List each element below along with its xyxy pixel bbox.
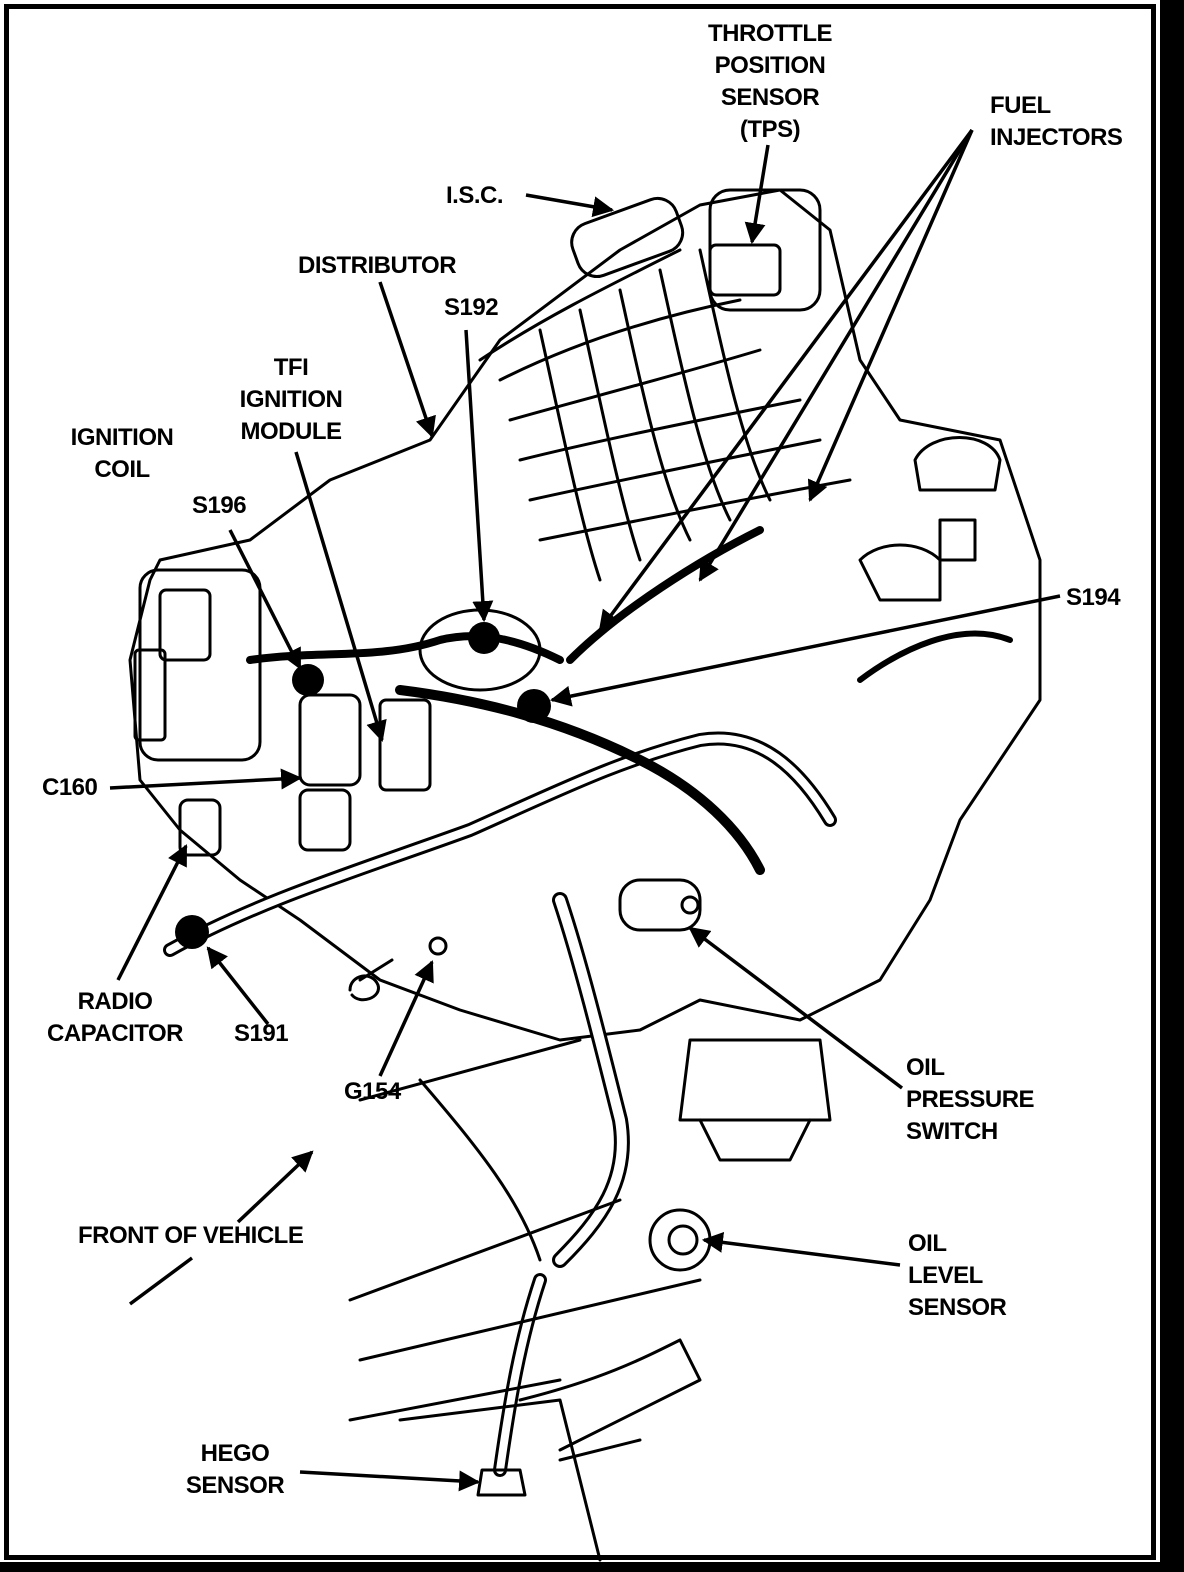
label-tps-line4: (TPS): [739, 116, 801, 143]
label-tps-line1: THROTTLE: [708, 20, 832, 47]
label-radio-capacitor: RADIO CAPACITOR: [30, 986, 200, 1050]
engine-block-outline: [128, 188, 1042, 1042]
label-s194: S194: [1066, 584, 1121, 611]
label-tfi-line3: MODULE: [240, 418, 343, 445]
oil-pressure-switch-body: [618, 878, 702, 932]
leader-arrows: [109, 128, 1061, 1492]
label-s196: S196: [192, 492, 247, 519]
arrow-oil-level-sensor: [701, 1231, 901, 1267]
arrow-fuel-injector-1: [598, 128, 974, 632]
label-front-of-vehicle: FRONT OF VEHICLE: [78, 1222, 304, 1249]
label-oil-level-sensor-line2: LEVEL: [908, 1262, 983, 1289]
label-s191: S191: [234, 1020, 289, 1047]
label-isc: I.S.C.: [446, 182, 504, 209]
s196-dot: [292, 664, 324, 696]
label-tps-line3: SENSOR: [720, 84, 820, 111]
oil-filler-cap: [913, 436, 1002, 492]
ignition-coil-body: [138, 568, 262, 762]
label-oil-level-sensor-line3: SENSOR: [908, 1294, 1007, 1321]
label-tfi-line2: IGNITION: [239, 386, 343, 413]
radio-capacitor-body: [178, 798, 222, 857]
label-hego-sensor-line1: HEGO: [200, 1440, 270, 1467]
label-c160: C160: [42, 774, 98, 801]
arrow-s194: [549, 594, 1061, 707]
s194-dot: [517, 689, 551, 723]
arrow-hego-sensor: [299, 1470, 481, 1492]
label-ignition-coil-line2: COIL: [94, 456, 150, 483]
label-oil-pressure-switch-line1: OIL: [906, 1054, 945, 1081]
arrow-radio-capacitor: [116, 844, 188, 981]
tps-connector: [708, 243, 782, 297]
label-g154: G154: [344, 1078, 401, 1105]
scan-edge-right: [1160, 0, 1184, 1572]
scan-edge-bottom: [0, 1562, 1184, 1572]
splice-markers: [175, 622, 551, 949]
label-hego-sensor-line2: SENSOR: [185, 1472, 285, 1499]
arrow-isc: [525, 193, 615, 218]
label-fuel-injectors-line1: FUEL: [990, 92, 1051, 119]
label-radio-capacitor-line1: RADIO: [77, 988, 153, 1015]
label-tps-line2: POSITION: [714, 52, 826, 79]
ground-bolt-g154: [348, 958, 394, 1002]
arrow-c160: [109, 768, 303, 790]
label-oil-pressure-switch-line3: SWITCH: [906, 1118, 998, 1145]
label-tfi-line1: TFI: [273, 354, 309, 381]
arrow-tfi: [294, 451, 387, 743]
exhaust-pipe: [518, 1338, 702, 1452]
label-oil-pressure-switch: OIL PRESSURE SWITCH: [906, 1052, 1035, 1148]
label-ignition-coil: IGNITION COIL: [52, 422, 192, 486]
label-s192: S192: [444, 294, 499, 321]
isc-body: [570, 196, 685, 278]
label-oil-level-sensor: OIL LEVEL SENSOR: [908, 1228, 1007, 1324]
arrow-front-lower: [128, 1256, 194, 1306]
label-tfi-module: TFI IGNITION MODULE: [226, 352, 356, 448]
wiring-harness: [163, 731, 837, 957]
label-hego-sensor: HEGO SENSOR: [170, 1438, 300, 1502]
arrow-distributor: [378, 281, 436, 438]
arrow-fuel-injector-3: [807, 129, 974, 502]
label-oil-pressure-switch-line2: PRESSURE: [906, 1086, 1035, 1113]
label-tps: THROTTLE POSITION SENSOR (TPS): [690, 18, 850, 146]
oil-level-sensor-body: [648, 1208, 712, 1272]
label-fuel-injectors: FUEL INJECTORS: [990, 90, 1123, 154]
label-fuel-injectors-line2: INJECTORS: [990, 124, 1123, 151]
arrow-g154: [378, 960, 434, 1077]
s192-dot: [468, 622, 500, 654]
s191-dot: [175, 915, 209, 949]
label-oil-level-sensor-line1: OIL: [908, 1230, 947, 1257]
label-ignition-coil-line1: IGNITION: [70, 424, 174, 451]
arrow-s191: [206, 946, 270, 1026]
arrow-oil-pressure-switch: [688, 926, 904, 1090]
arrow-fuel-injector-2: [698, 129, 974, 582]
label-radio-capacitor-line2: CAPACITOR: [47, 1020, 183, 1047]
oil-filter-adapter: [678, 1038, 832, 1162]
arrow-tps: [744, 144, 770, 245]
arrow-front-upper: [236, 1150, 314, 1224]
tfi-module-body: [298, 693, 362, 787]
arrow-s192: [464, 329, 494, 623]
label-distributor: DISTRIBUTOR: [298, 252, 457, 279]
arrow-s196: [228, 529, 302, 670]
